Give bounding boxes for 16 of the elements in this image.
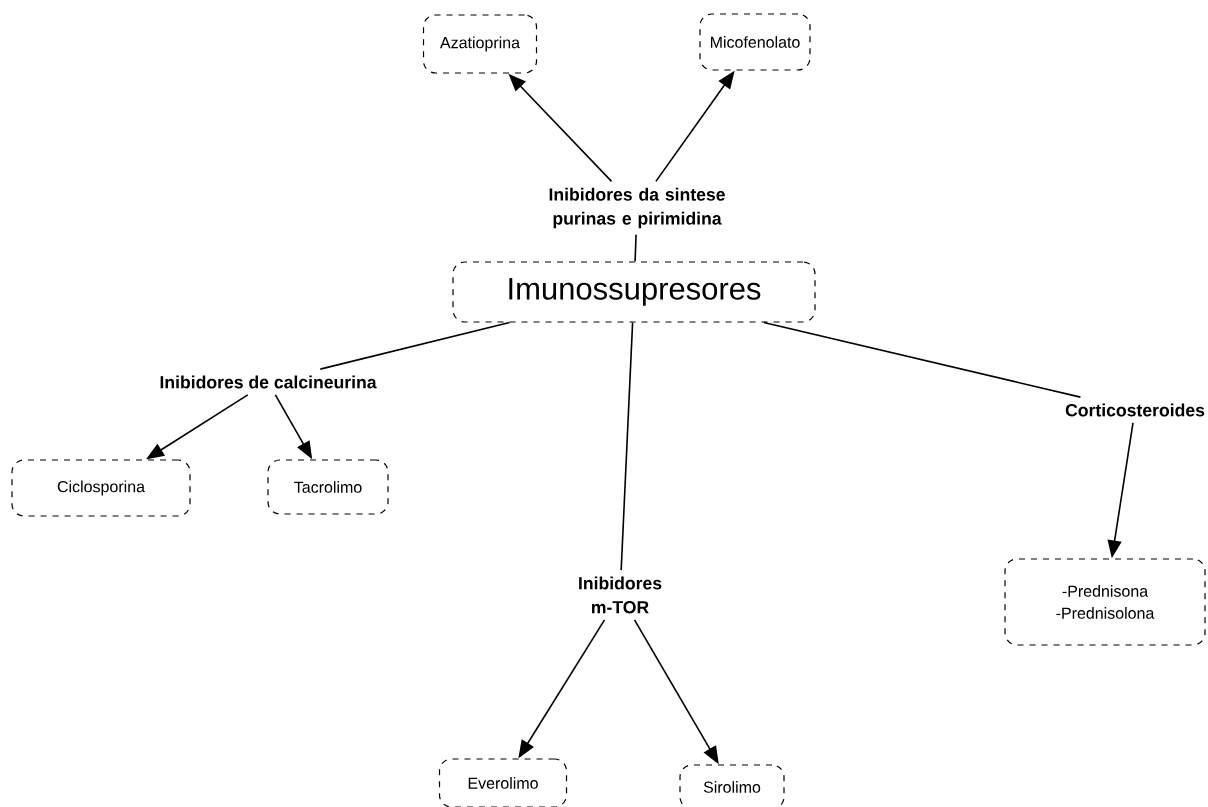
category-label: Inibidores m-TOR (579, 576, 662, 614)
connector-line (634, 233, 637, 263)
drug-box: Sirolimo (679, 764, 785, 807)
drug-box: Micofenolato (699, 13, 811, 71)
category-label: Inibidores de calcineurina (160, 375, 377, 389)
drug-box: Ciclosporina (11, 459, 191, 517)
category-label: Corticosteroides (1065, 403, 1205, 417)
category-label: Inibidores da sintese purinas e pirimidina (549, 187, 725, 229)
drug-box: Azatioprina (422, 14, 538, 74)
connector-line (319, 321, 511, 370)
drug-box: Everolimo (438, 758, 568, 807)
drug-box: Tacrolimo (267, 459, 389, 515)
connector-line (763, 321, 1082, 398)
drug-box: -Prednisona -Prednisolona (1004, 558, 1206, 646)
connector-line (620, 321, 634, 571)
drug-box: Imunossupresores (452, 261, 816, 323)
